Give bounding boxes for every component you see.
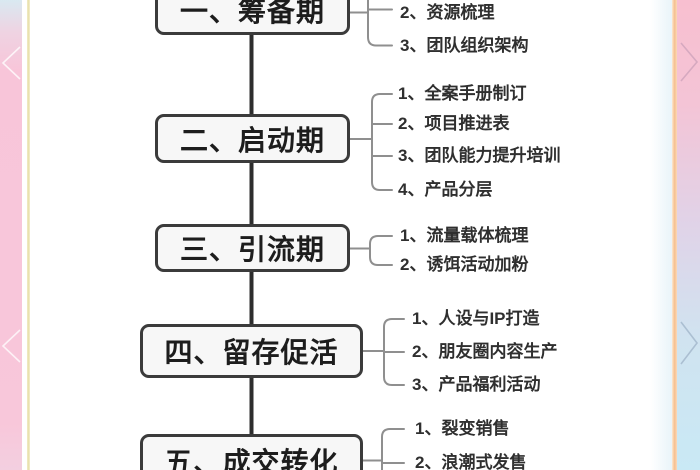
branch-item: 2、资源梳理	[400, 2, 495, 22]
chevron-right-icon-top[interactable]	[679, 40, 700, 84]
branch-item: 1、裂变销售	[415, 419, 510, 438]
stage-box-3: 三、引流期	[155, 224, 350, 272]
branch-lines	[349, 0, 405, 470]
stage-box-4: 四、留存促活	[140, 324, 363, 378]
branch-item: 2、朋友圈内容生产	[412, 342, 558, 361]
branch-item: 2、浪潮式发售	[415, 453, 527, 470]
branch-item: 2、项目推进表	[398, 114, 510, 133]
right-gold-border-line	[672, 0, 677, 470]
stage-box-2: 二、启动期	[155, 114, 350, 163]
chevron-left-icon-bottom[interactable]	[0, 327, 22, 365]
branch-item: 1、全案手册制订	[398, 84, 527, 103]
chevron-left-icon-top[interactable]	[0, 44, 22, 82]
chevron-right-icon-bottom[interactable]	[679, 319, 700, 367]
branch-item: 4、产品分层	[398, 180, 493, 199]
stage-box-5: 五、成交转化	[140, 434, 363, 470]
branch-item: 2、诱饵活动加粉	[400, 255, 529, 274]
right-haze	[650, 0, 672, 470]
branch-item: 1、人设与IP打造	[412, 309, 540, 328]
branch-item: 3、产品福利活动	[412, 375, 541, 394]
left-gradient-strip	[0, 0, 22, 470]
left-gold-border-line	[27, 0, 30, 470]
branch-item: 3、团队能力提升培训	[398, 146, 561, 165]
right-gradient-strip	[677, 0, 700, 470]
stage-box-1: 一、筹备期	[155, 0, 350, 35]
branch-item: 3、团队组织架构	[400, 35, 529, 55]
branch-item: 1、流量载体梳理	[400, 226, 529, 245]
